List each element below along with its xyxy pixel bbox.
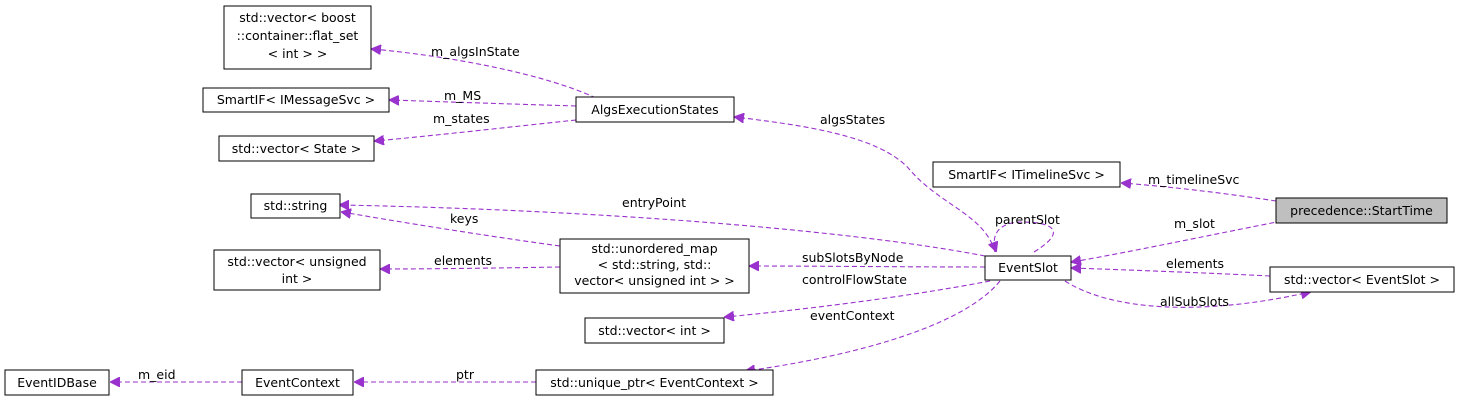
node-unordered-map-line-1: std::unordered_map — [591, 241, 717, 256]
node-algs-execution-states-label: AlgsExecutionStates — [591, 102, 718, 117]
node-unordered-map[interactable]: std::unordered_map < std::string, std:: … — [559, 238, 750, 294]
edge-m-timelinesvc — [1122, 183, 1277, 202]
edge-label-ptr: ptr — [456, 367, 475, 382]
node-unordered-map-line-2: < std::string, std:: — [598, 257, 712, 272]
edge-label-m-timelinesvc: m_timelineSvc — [1148, 172, 1240, 187]
node-unordered-map-line-3: vector< unsigned int > > — [574, 273, 735, 288]
edge-label-eventcontext: eventContext — [810, 308, 895, 323]
edge-entrypoint — [340, 205, 986, 257]
edge-elements-map — [381, 267, 561, 269]
node-vector-int[interactable]: std::vector< int > — [584, 317, 725, 344]
node-vector-flat-set-line-3: < int > > — [268, 46, 328, 61]
edge-label-parentslot: parentSlot — [995, 212, 1060, 227]
edge-controlflowstate — [725, 280, 991, 317]
node-unique-ptr-event-context-label: std::unique_ptr< EventContext > — [550, 375, 759, 390]
node-smartif-imessagesvc-label: SmartIF< IMessageSvc > — [217, 92, 375, 107]
node-vector-unsigned-int-line-2: int > — [282, 271, 313, 286]
node-event-slot-label: EventSlot — [998, 260, 1058, 275]
node-vector-state-label: std::vector< State > — [232, 141, 361, 156]
node-algs-execution-states[interactable]: AlgsExecutionStates — [575, 96, 735, 123]
edge-algsstates — [735, 117, 996, 253]
edge-label-algsstates: algsStates — [820, 112, 885, 127]
node-unique-ptr-event-context[interactable]: std::unique_ptr< EventContext > — [535, 369, 774, 396]
edge-label-elements-map: elements — [434, 253, 492, 268]
edge-m-slot — [1072, 220, 1283, 262]
node-smartif-imessagesvc[interactable]: SmartIF< IMessageSvc > — [202, 87, 390, 113]
edge-label-m-ms: m_MS — [444, 88, 481, 103]
edge-elements-vec — [1072, 268, 1271, 277]
node-vector-unsigned-int-line-1: std::vector< unsigned — [227, 254, 366, 269]
edge-parentslot — [994, 221, 1054, 252]
node-event-context[interactable]: EventContext — [241, 369, 354, 396]
edge-allsubslots — [1064, 280, 1310, 308]
edge-label-m-slot: m_slot — [1174, 216, 1215, 231]
node-vector-int-label: std::vector< int > — [598, 323, 711, 338]
edge-label-elements-vec: elements — [1166, 256, 1224, 271]
node-event-id-base-label: EventIDBase — [17, 375, 97, 390]
edge-m-ms — [390, 100, 577, 107]
node-vector-unsigned-int[interactable]: std::vector< unsigned int > — [213, 249, 381, 291]
edge-m-algsinstate — [372, 49, 597, 99]
node-event-context-label: EventContext — [255, 375, 340, 390]
edge-label-m-states: m_states — [433, 111, 490, 126]
node-event-id-base[interactable]: EventIDBase — [4, 369, 110, 396]
edge-label-keys: keys — [450, 211, 478, 226]
node-vector-flat-set-line-2: ::container::flat_set — [237, 28, 359, 43]
node-smartif-itimelinesvc[interactable]: SmartIF< ITimelineSvc > — [932, 161, 1121, 188]
node-vector-flat-set-line-1: std::vector< boost — [239, 10, 356, 25]
node-std-string-label: std::string — [264, 198, 328, 213]
node-vector-state[interactable]: std::vector< State > — [218, 135, 375, 162]
edge-m-states — [375, 119, 577, 141]
node-vector-event-slot[interactable]: std::vector< EventSlot > — [1269, 266, 1455, 293]
node-vector-flat-set[interactable]: std::vector< boost ::container::flat_set… — [223, 5, 372, 70]
edge-label-controlflowstate: controlFlowState — [802, 272, 907, 287]
node-std-string[interactable]: std::string — [250, 193, 341, 219]
edge-label-allsubslots: allSubSlots — [1160, 294, 1229, 309]
edge-label-entrypoint: entryPoint — [622, 195, 686, 210]
edge-label-subslotsbynode: subSlotsByNode — [802, 250, 904, 265]
edge-eventcontext — [746, 280, 1001, 371]
node-smartif-itimelinesvc-label: SmartIF< ITimelineSvc > — [948, 167, 1105, 182]
node-start-time[interactable]: precedence::StartTime — [1275, 197, 1448, 224]
edge-label-m-algsinstate: m_algsInState — [431, 44, 520, 59]
edge-subslotsbynode — [750, 266, 986, 267]
node-vector-event-slot-label: std::vector< EventSlot > — [1284, 272, 1440, 287]
node-start-time-label: precedence::StartTime — [1290, 203, 1433, 218]
node-event-slot[interactable]: EventSlot — [984, 255, 1072, 281]
edge-label-m-eid: m_eid — [138, 367, 176, 382]
